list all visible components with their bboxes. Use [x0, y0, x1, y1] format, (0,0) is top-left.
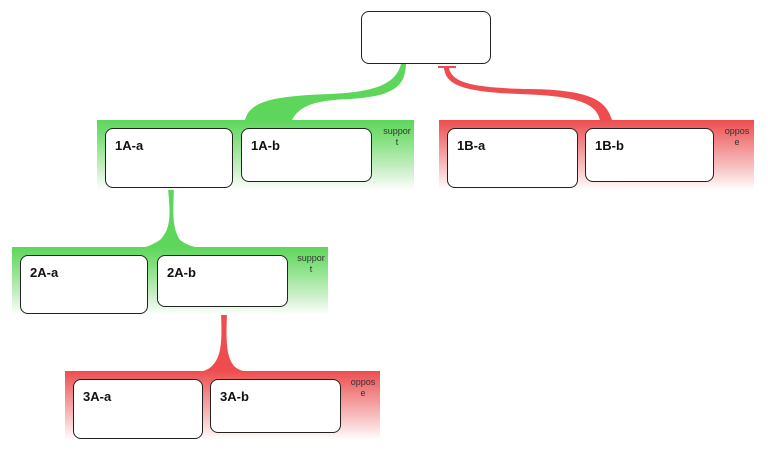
argument-card-label: 3A-b — [220, 389, 249, 404]
oppose-connector-root-1b — [444, 68, 612, 120]
oppose-connector-2a-3a — [196, 313, 252, 372]
argument-card-1b-a[interactable]: 1B-a — [447, 128, 578, 188]
argument-card-1a-a[interactable]: 1A-a — [105, 128, 233, 188]
oppose-tag: oppose — [724, 126, 750, 147]
argument-card-1a-b[interactable]: 1A-b — [241, 128, 372, 182]
support-connector-1a-2a — [138, 188, 205, 248]
argument-card-label: 2A-b — [167, 265, 196, 280]
argument-card-3a-a[interactable]: 3A-a — [73, 379, 203, 439]
argument-card-label: 2A-a — [30, 265, 59, 280]
argument-card-3a-b[interactable]: 3A-b — [210, 379, 341, 433]
support-connector-root-1a — [245, 64, 406, 120]
support-tag: support — [383, 126, 411, 147]
argument-card-2a-a[interactable]: 2A-a — [20, 255, 148, 314]
support-tag: support — [297, 253, 325, 274]
argument-card-label: 1A-a — [115, 138, 144, 153]
argument-card-2a-b[interactable]: 2A-b — [157, 255, 288, 307]
argument-card-1b-b[interactable]: 1B-b — [585, 128, 714, 182]
argument-card-label: 1B-b — [595, 138, 624, 153]
argument-card-label: 3A-a — [83, 389, 112, 404]
argument-card-label: 1A-b — [251, 138, 280, 153]
argument-card-label: 1B-a — [457, 138, 486, 153]
oppose-tag: oppose — [350, 377, 376, 398]
root-card[interactable] — [361, 11, 491, 64]
